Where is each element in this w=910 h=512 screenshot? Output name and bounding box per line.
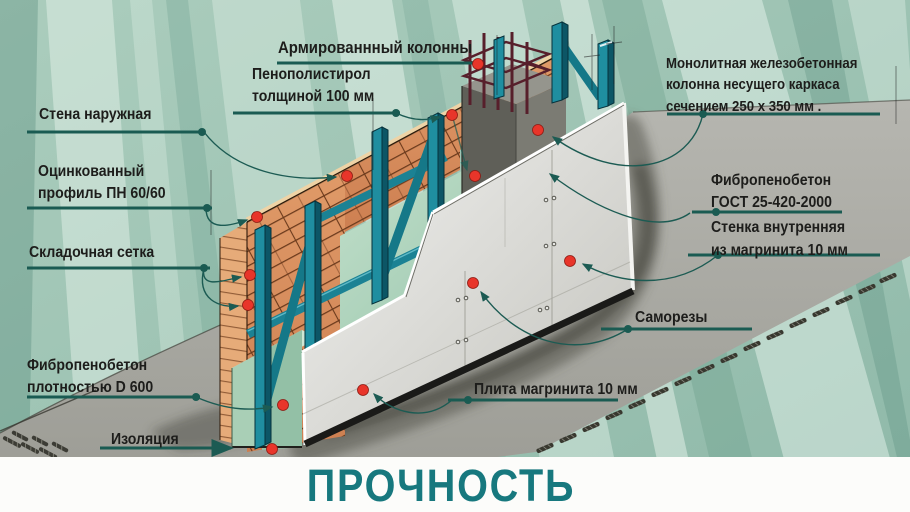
label-monolithic-column: Монолитная железобетонная колонна несуще… [666,53,857,117]
label-profile: Оцинкованный профиль ПН 60/60 [38,161,166,205]
label-insulation: Изоляция [111,431,179,448]
label-inner-wall-line2: из магринита 10 мм [711,241,848,259]
marker-dots [242,58,576,455]
panel-screw-heads [455,195,557,345]
screws-row [536,272,897,454]
label-profile-line2: профиль ПН 60/60 [38,184,166,202]
label-screws: Саморезы [635,309,708,326]
label-armored-columns: Армированнный колонны [278,38,473,57]
label-fiber-foam-gost-line2: ГОСТ 25-420-2000 [711,193,832,211]
label-fiber-foam-density-line1: Фибропенобетон [27,357,148,374]
label-fiber-foam-gost-line1: Фибропенобетон [711,172,832,189]
label-lines [27,61,880,457]
label-mesh: Складочная сетка [29,244,155,261]
label-outer-wall: Стена наружная [39,106,152,123]
title-bar [0,457,910,512]
label-fiber-foam-density: Фибропенобетон плотностью D 600 [27,355,153,399]
label-profile-line1: Оцинкованный [38,163,145,180]
label-inner-wall-line1: Стенка внутренняя [711,219,846,236]
steel-frame [246,21,615,450]
label-foam-line2: толщиной 100 мм [252,87,375,105]
label-fiber-foam-gost: Фибропенобетон ГОСТ 25-420-2000 [711,170,832,214]
label-board: Плита магринита 10 мм [474,381,638,398]
leader-curves [195,112,719,414]
label-monolithic-column-line3: сечением 250 x 350 мм . [666,97,822,115]
label-fiber-foam-density-line2: плотностью D 600 [27,378,154,396]
rebar-bits [2,430,69,459]
label-monolithic-column-line2: колонна несущего каркаса [666,76,840,94]
label-monolithic-column-line1: Монолитная железобетонная [666,55,858,72]
label-inner-wall: Стенка внутренняя из магринита 10 мм [711,217,848,262]
guide-lines [210,26,897,235]
label-foam: Пенополистирол толщиной 100 мм [252,64,374,108]
panel-skin [301,101,635,448]
label-foam-line1: Пенополистирол [252,66,371,83]
steel-studs [254,21,615,450]
page-title: ПРОЧНОСТЬ [306,460,576,511]
